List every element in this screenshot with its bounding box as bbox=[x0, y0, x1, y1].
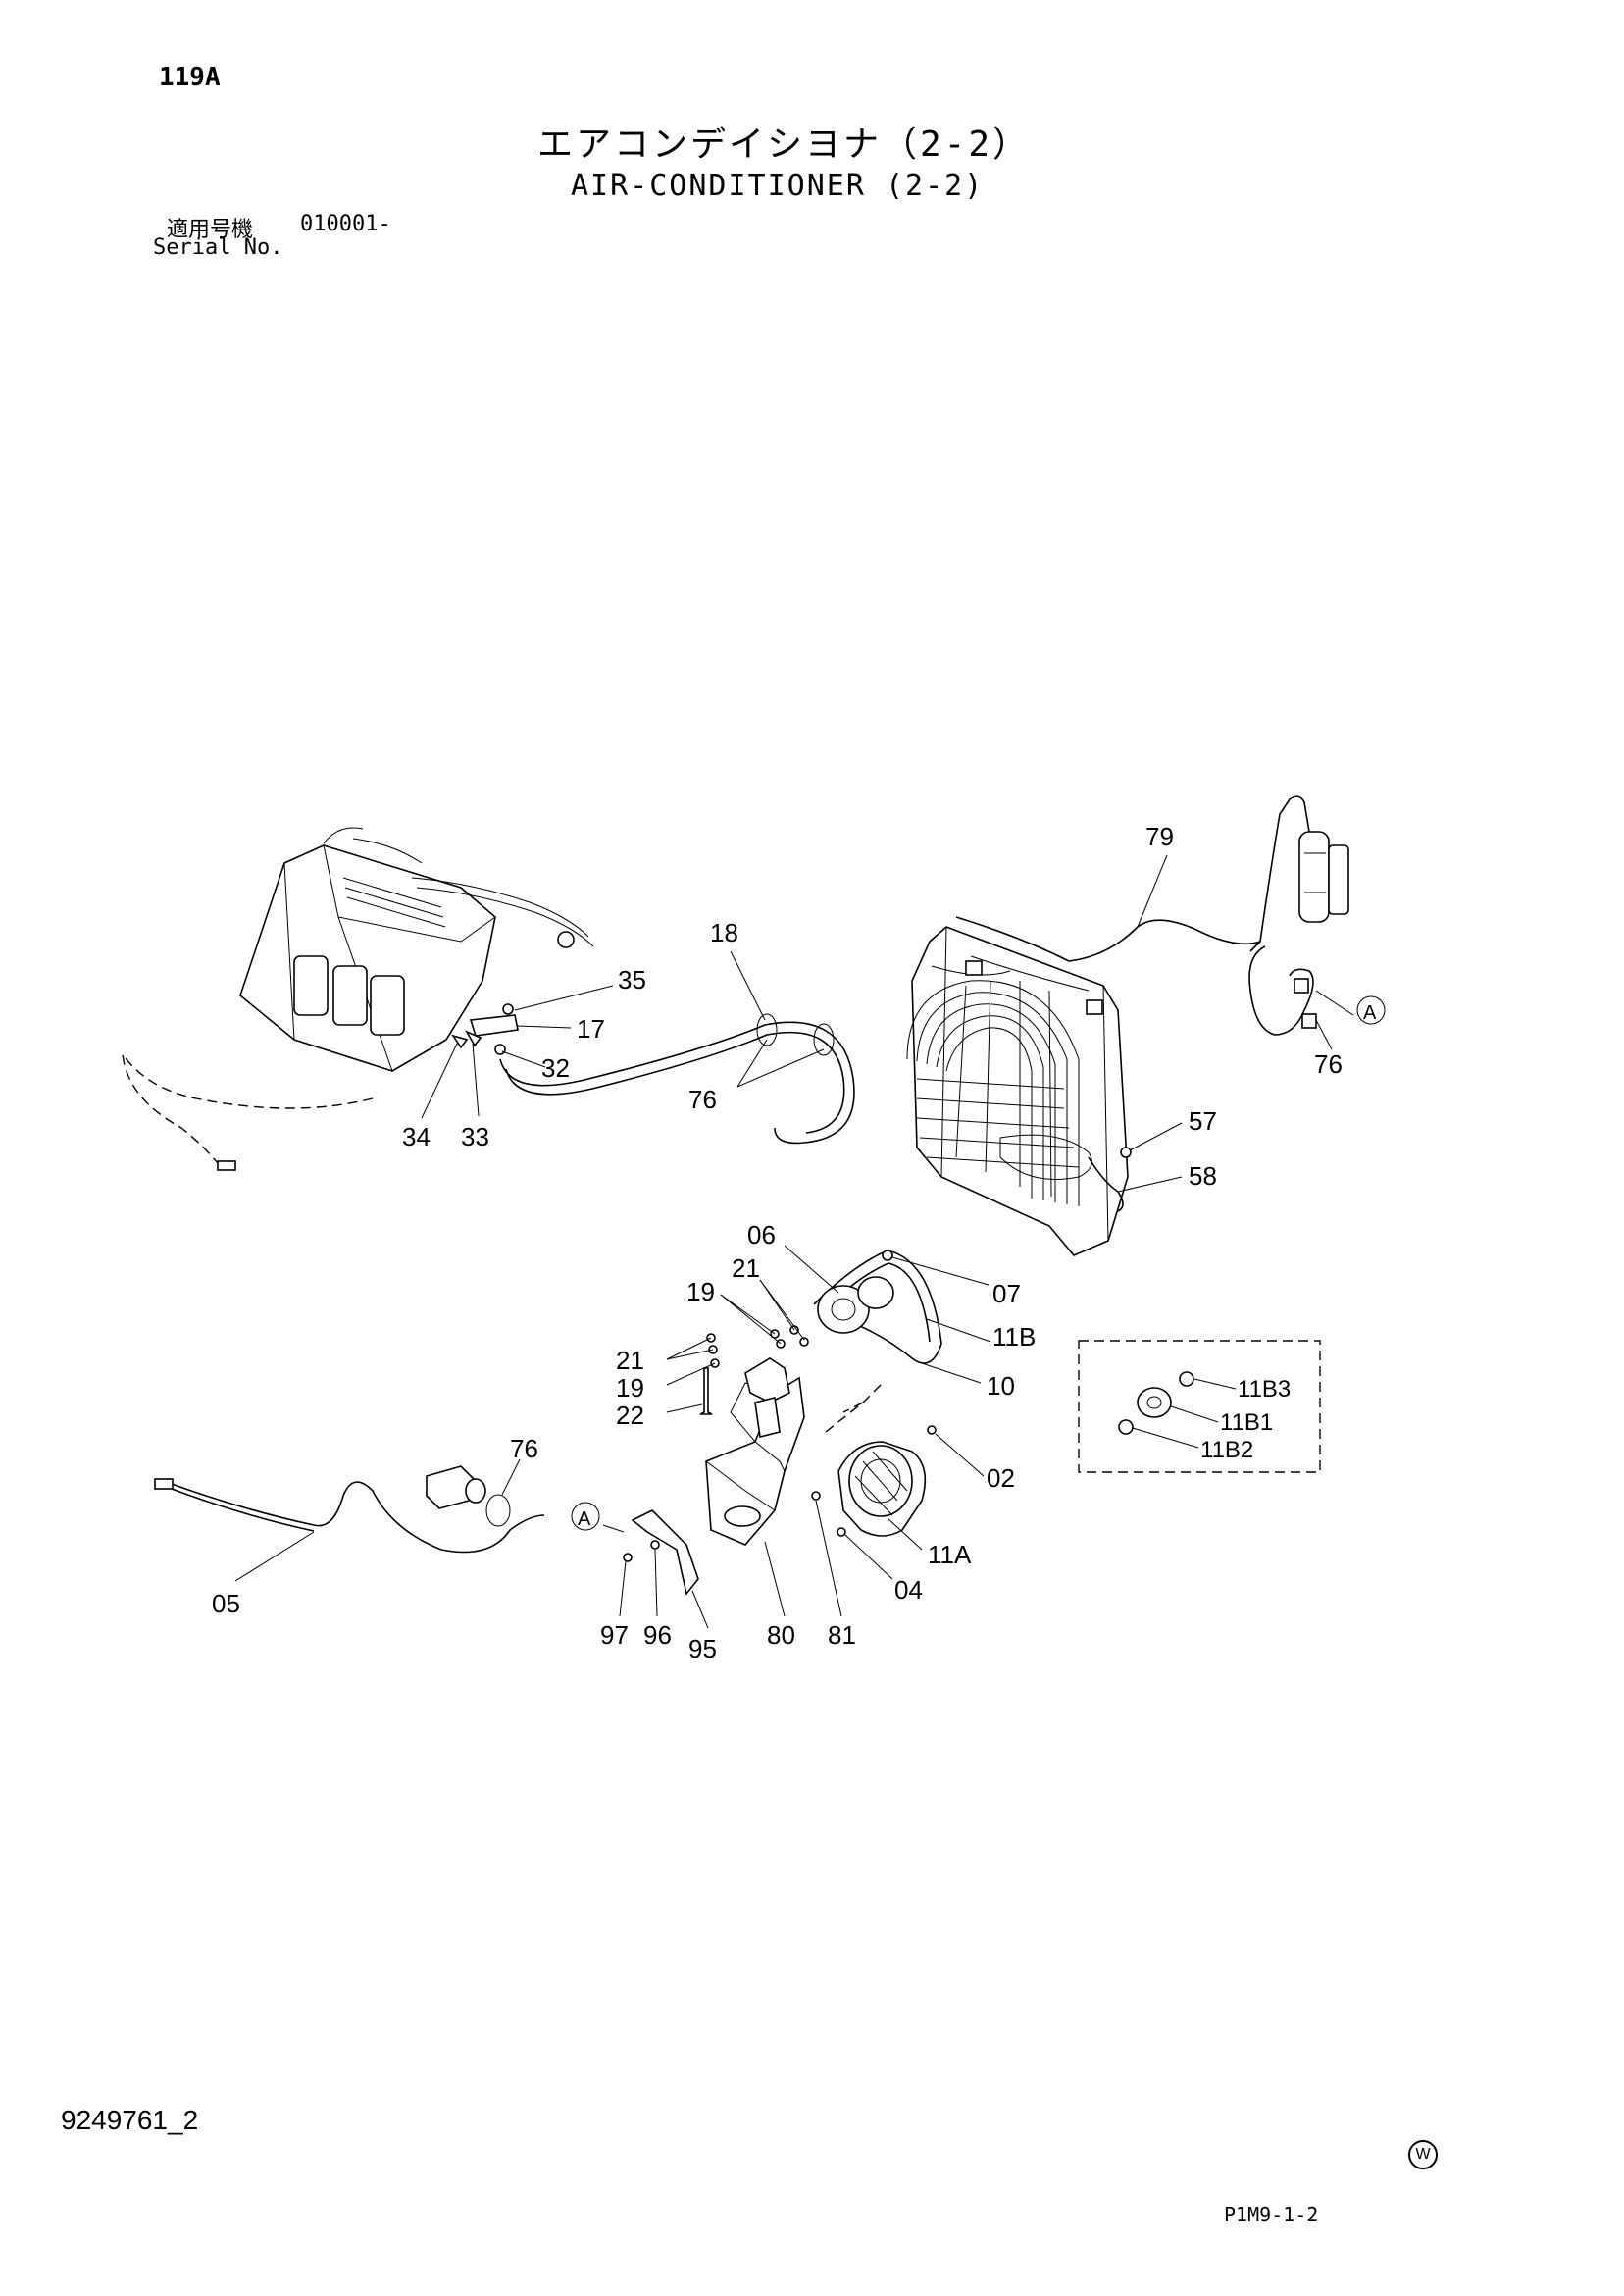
callout-57: 57 bbox=[1189, 1106, 1217, 1136]
leader-lines bbox=[234, 854, 1354, 1629]
callout-96: 96 bbox=[643, 1620, 672, 1650]
callout-22: 22 bbox=[616, 1401, 644, 1430]
clip-76-switch bbox=[485, 1494, 511, 1527]
callout-76-dryer: 76 bbox=[1314, 1049, 1343, 1079]
callout-11B: 11B bbox=[992, 1322, 1036, 1352]
assembly-line bbox=[825, 1382, 884, 1433]
belt-and-pulley bbox=[813, 1250, 942, 1364]
bracket-17 bbox=[469, 1014, 519, 1037]
reference-A-lower-label: A bbox=[578, 1508, 591, 1530]
serial-number-value: 010001- bbox=[300, 212, 391, 236]
page-code: P1M9-1-2 bbox=[1224, 2203, 1319, 2226]
callout-11B3: 11B3 bbox=[1238, 1376, 1291, 1403]
callout-81: 81 bbox=[828, 1620, 856, 1650]
harness-05 bbox=[171, 1481, 545, 1554]
page-title-japanese: エアコンデイシヨナ（2-2） bbox=[537, 125, 1032, 165]
bracket-80 bbox=[705, 1376, 805, 1546]
callout-21-lower: 21 bbox=[616, 1346, 644, 1375]
callout-97: 97 bbox=[600, 1620, 629, 1650]
callout-11B2: 11B2 bbox=[1200, 1437, 1253, 1463]
hose-79 bbox=[955, 916, 1261, 962]
serial-label-japanese: 適用号機 bbox=[167, 218, 254, 242]
callout-95: 95 bbox=[688, 1634, 717, 1663]
clip-33 bbox=[465, 1030, 482, 1047]
receiver-dryer bbox=[1249, 795, 1349, 952]
compressor-11A bbox=[837, 1441, 927, 1537]
drawing-number: 9249761_2 bbox=[61, 2105, 199, 2135]
hose-18 bbox=[499, 1021, 855, 1145]
pressure-switch bbox=[426, 1465, 486, 1509]
callout-11A: 11A bbox=[928, 1540, 972, 1569]
callout-19-lower: 19 bbox=[616, 1373, 644, 1403]
serial-label: Serial No. bbox=[153, 235, 283, 260]
callout-19-upper: 19 bbox=[686, 1277, 715, 1306]
callout-06: 06 bbox=[747, 1220, 776, 1250]
callout-21-upper: 21 bbox=[732, 1253, 760, 1283]
heater-unit bbox=[239, 827, 594, 1072]
callout-35: 35 bbox=[618, 965, 646, 995]
bolts-19-21 bbox=[706, 1325, 809, 1368]
bolt-97 bbox=[623, 1553, 633, 1562]
callout-10: 10 bbox=[987, 1371, 1015, 1401]
page-number: 119A bbox=[159, 63, 221, 92]
part-11B1 bbox=[1137, 1387, 1172, 1418]
reference-A-upper: A bbox=[1356, 995, 1386, 1025]
clip-76 bbox=[1294, 978, 1309, 994]
bolt-35 bbox=[502, 1003, 514, 1015]
bolt-22 bbox=[699, 1367, 713, 1415]
callout-32: 32 bbox=[541, 1053, 570, 1083]
condenser-unit bbox=[906, 926, 1129, 1256]
wire-harness bbox=[1248, 945, 1314, 1036]
bolt-04 bbox=[837, 1527, 846, 1537]
page-title: AIR-CONDITIONER (2-2) bbox=[571, 169, 985, 203]
callout-58: 58 bbox=[1189, 1161, 1217, 1191]
reference-A-upper-label: A bbox=[1363, 1002, 1377, 1024]
part-11B3 bbox=[1179, 1371, 1194, 1387]
callout-34: 34 bbox=[402, 1122, 431, 1151]
bolt-02 bbox=[927, 1425, 937, 1435]
callout-33: 33 bbox=[461, 1122, 489, 1151]
bracket-95 bbox=[631, 1509, 699, 1596]
callout-04: 04 bbox=[894, 1575, 923, 1605]
harness-dashed bbox=[122, 1051, 374, 1168]
clip-76-lower bbox=[1301, 1013, 1317, 1029]
bolt-96 bbox=[650, 1540, 660, 1550]
connector-05 bbox=[154, 1478, 174, 1490]
callout-17: 17 bbox=[577, 1014, 605, 1044]
w-mark: W bbox=[1408, 2140, 1438, 2169]
callout-76-hose: 76 bbox=[688, 1085, 717, 1114]
bracket-plate bbox=[744, 1357, 790, 1403]
callout-79: 79 bbox=[1145, 822, 1174, 851]
part-11B2 bbox=[1118, 1419, 1134, 1435]
callout-05: 05 bbox=[212, 1589, 240, 1618]
callout-02: 02 bbox=[987, 1463, 1015, 1493]
bolt-81 bbox=[811, 1491, 821, 1501]
nut-32 bbox=[494, 1044, 506, 1055]
callout-07: 07 bbox=[992, 1279, 1021, 1308]
bolt-57 bbox=[1120, 1147, 1132, 1158]
callout-76-switch: 76 bbox=[510, 1434, 538, 1463]
connector bbox=[217, 1160, 236, 1171]
callout-11B1: 11B1 bbox=[1220, 1409, 1273, 1436]
clip-34 bbox=[451, 1034, 469, 1049]
inset-box bbox=[1078, 1340, 1321, 1473]
reference-A-lower: A bbox=[571, 1502, 600, 1531]
callout-80: 80 bbox=[767, 1620, 795, 1650]
callout-18: 18 bbox=[710, 918, 738, 947]
